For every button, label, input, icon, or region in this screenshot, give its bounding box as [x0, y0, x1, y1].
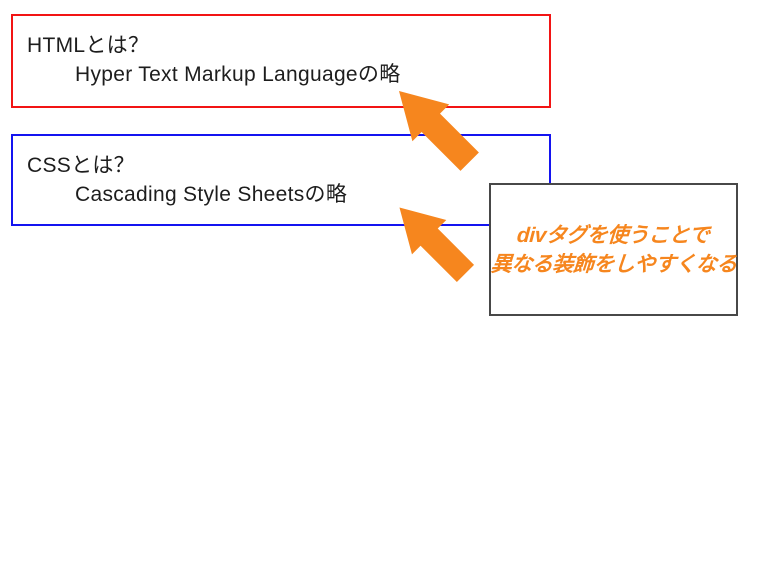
html-definition-box: HTMLとは？ Hyper Text Markup Languageの略: [11, 14, 551, 108]
callout-line-1: divタグを使うことで: [516, 223, 711, 247]
css-definition-box: CSSとは？ Cascading Style Sheetsの略: [11, 134, 551, 226]
arrow-up-left-icon: [399, 91, 479, 171]
arrow-up-left-shape: [399, 91, 479, 171]
callout-box: divタグを使うことで 異なる装飾をしやすくなる: [489, 183, 738, 316]
arrow-up-left-icon: [399, 207, 475, 283]
arrow-up-left-shape: [399, 207, 475, 283]
css-box-body: Cascading Style Sheetsの略: [75, 183, 348, 206]
css-box-title: CSSとは？: [27, 154, 135, 177]
callout-line-2: 異なる装飾をしやすくなる: [489, 252, 738, 276]
html-box-body: Hyper Text Markup Languageの略: [75, 63, 401, 86]
html-box-title: HTMLとは？: [27, 34, 150, 57]
